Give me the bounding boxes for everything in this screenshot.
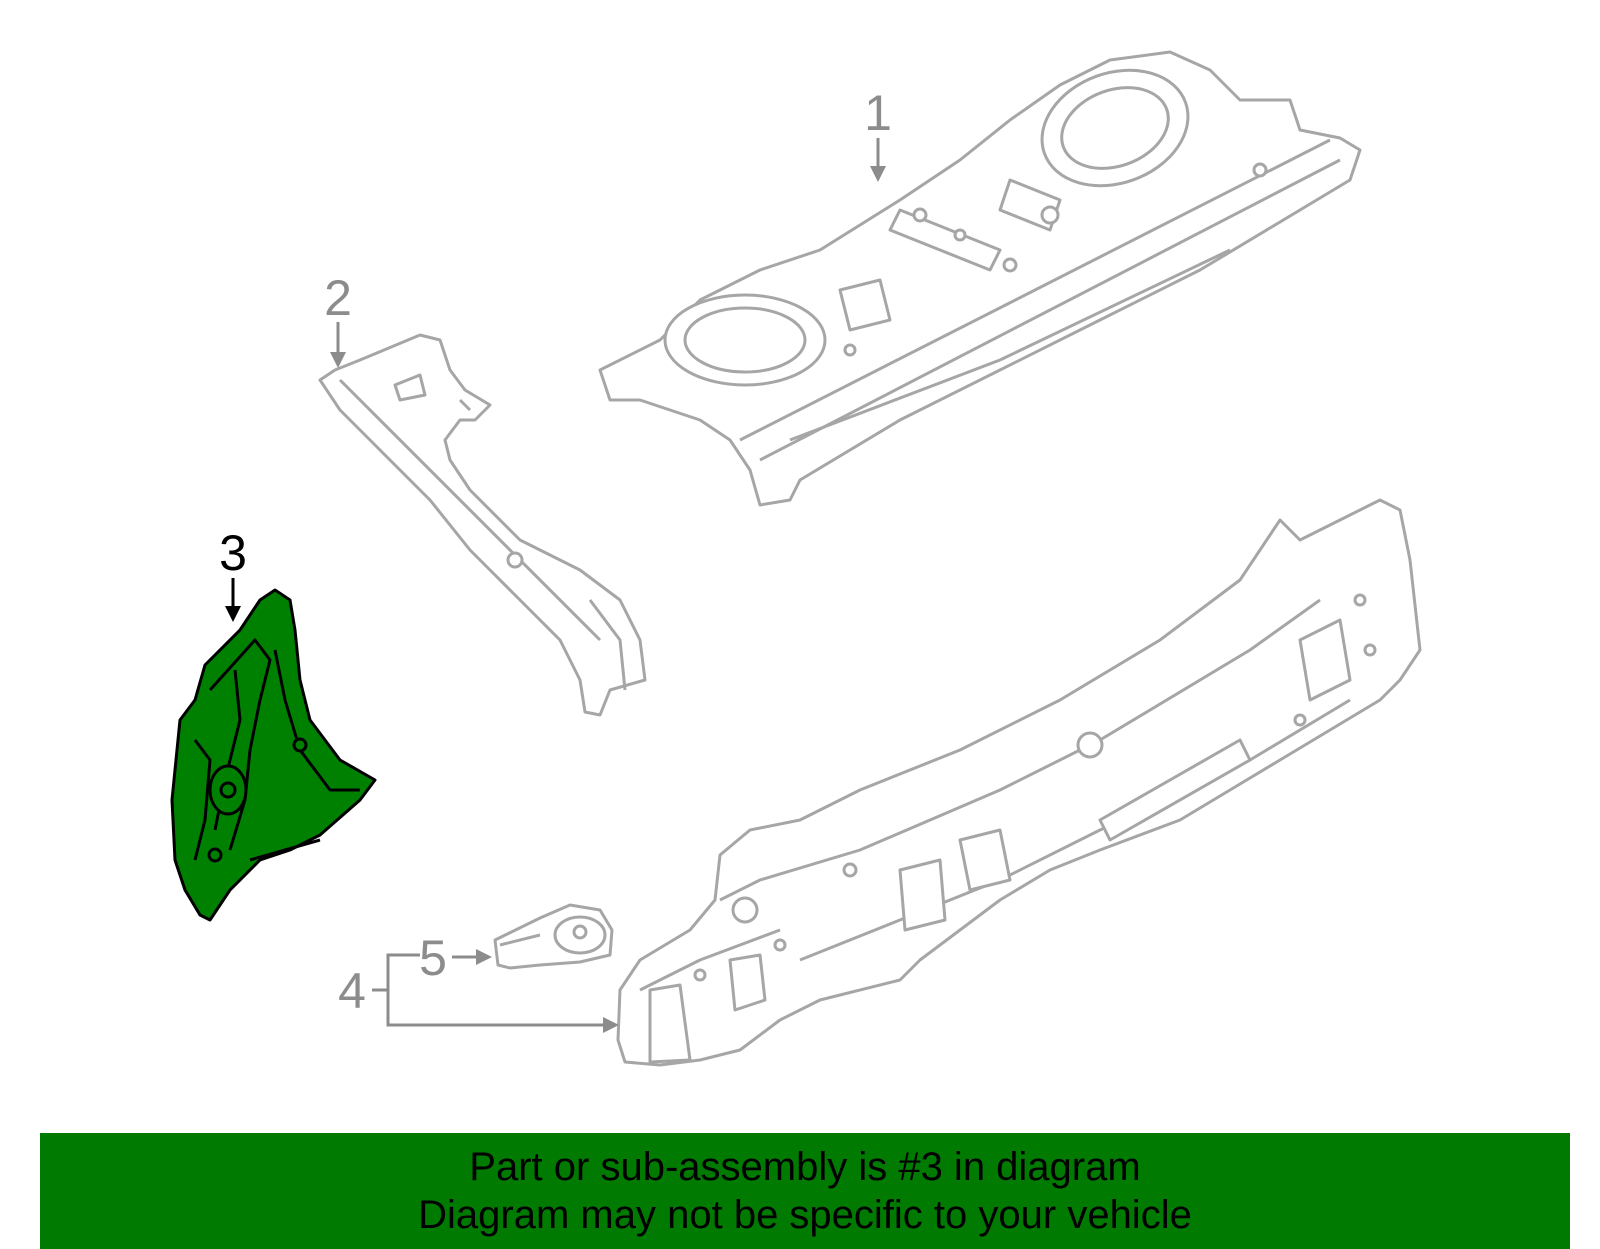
callout-1: 1 — [864, 85, 892, 182]
parts-diagram: 1 2 3 4 5 — [170, 50, 1422, 1067]
banner-line-disclaimer: Diagram may not be specific to your vehi… — [418, 1193, 1192, 1237]
callout-arrowhead-4 — [603, 1017, 619, 1033]
callout-label-5: 5 — [419, 930, 447, 986]
callout-4: 4 — [338, 953, 619, 1033]
callout-2: 2 — [324, 270, 352, 368]
callout-arrowhead-3 — [225, 606, 241, 622]
part-5-bracket[interactable] — [493, 903, 614, 970]
callout-arrowhead-1 — [870, 166, 886, 182]
part-2-pillar[interactable] — [318, 333, 647, 717]
banner-line-part-number: Part or sub-assembly is #3 in diagram — [469, 1145, 1141, 1189]
callout-5: 5 — [419, 930, 492, 986]
callout-label-2: 2 — [324, 270, 352, 326]
callout-bracket-4-upper — [372, 953, 420, 992]
callout-label-1: 1 — [864, 85, 892, 141]
callout-arrowhead-2 — [330, 352, 346, 368]
callout-bracket-4-lower — [386, 990, 605, 1027]
part-1-rear-shelf[interactable] — [598, 50, 1362, 507]
info-banner: Part or sub-assembly is #3 in diagram Di… — [40, 1133, 1570, 1249]
part-3-inner-panel-highlighted[interactable] — [170, 588, 377, 922]
part-4-rear-body-panel[interactable] — [616, 498, 1422, 1067]
callout-label-3: 3 — [219, 525, 247, 581]
callout-label-4: 4 — [338, 963, 366, 1019]
callout-3: 3 — [219, 525, 247, 622]
callout-arrowhead-5 — [476, 949, 492, 965]
